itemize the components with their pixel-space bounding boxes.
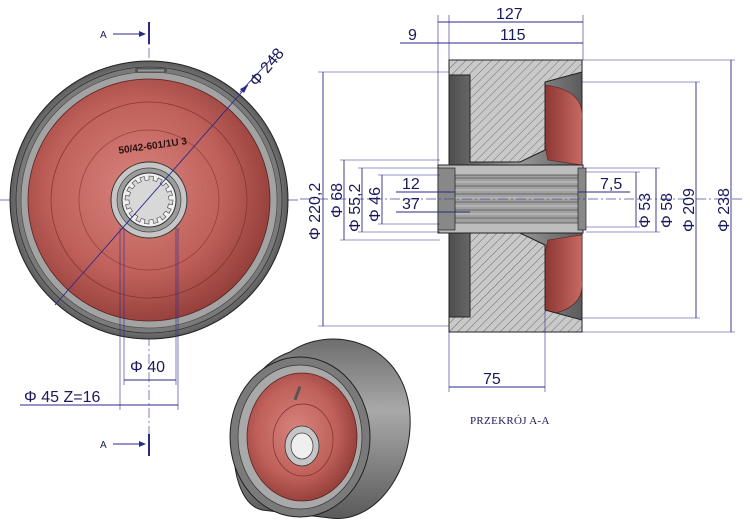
stamp-mark [135,68,167,73]
dia-248-arrow [240,85,248,93]
dim-diameter-53: Φ 53 [637,193,654,228]
dim-hub-7-5: 7,5 [600,176,622,193]
dim-diameter-209: Φ 209 [681,188,698,232]
dim-hub-37: 37 [402,196,420,213]
dim-diameter-58: Φ 58 [659,193,676,228]
iso-face-step [272,403,334,477]
dim-rim-offset: 9 [408,27,417,44]
dim-diameter-238: Φ 238 [716,188,733,232]
dim-diameter-68: Φ 68 [329,183,346,218]
section-arrow-bottom-head [139,441,146,447]
dim-diameter-46: Φ 46 [367,187,384,222]
spline-teeth-lines [455,177,578,219]
section-caption: PRZEKRÓJ A-A [470,415,550,427]
dim-overall-width: 127 [496,6,523,23]
section-label-bottom: A [100,440,107,451]
dia-248-leader [54,84,249,306]
section-label-top: A [100,30,107,41]
dim-diameter-55: Φ 55,2 [347,184,364,232]
front-view: 50/42-601/1U 3 Φ 248 A A Φ 40 Φ 45 Z=16 [0,22,300,456]
dim-spline-outer: Φ 45 Z=16 [24,389,100,406]
iso-stamp [293,386,302,401]
dia-248-extension [239,54,276,93]
section-view: 127 115 9 75 Φ 220,2 Φ 68 Φ 55,2 Φ 46 12… [300,6,745,427]
section-arrow-top-head [139,31,146,37]
dim-outer-diameter: Φ 248 [246,45,287,90]
hatched-shell-top [448,59,583,163]
dim-inner-width: 115 [500,27,526,44]
dim-hub-12: 12 [402,176,420,193]
dim-hub-offset: 75 [483,371,501,388]
isometric-view [229,338,411,519]
face-step-inner [78,129,220,271]
dim-diameter-220: Φ 220,2 [307,183,324,240]
hatched-shell-bottom [448,232,583,333]
dim-spline-inner: Φ 40 [130,359,165,376]
iso-spline-bore [290,432,314,460]
face-step-outer [50,101,248,299]
